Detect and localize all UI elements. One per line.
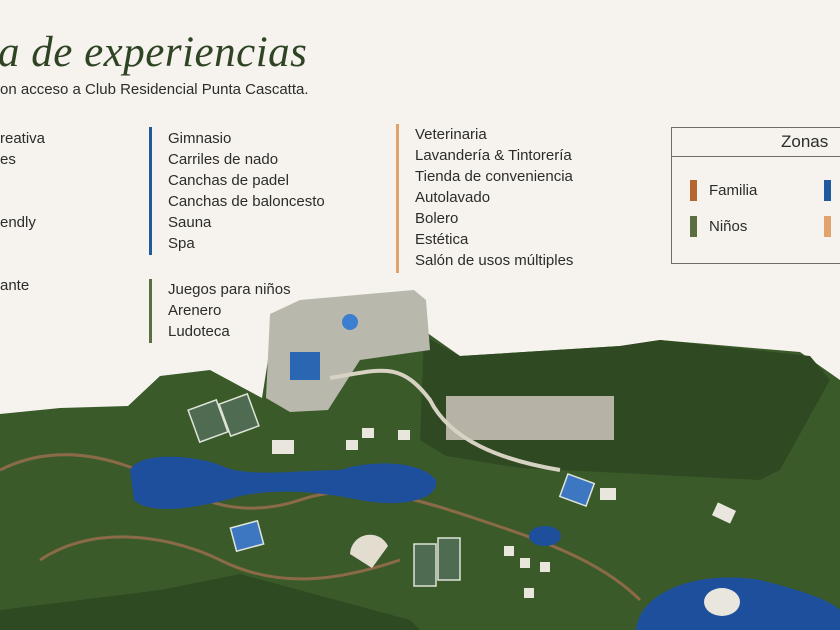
amenity-item: Spa [168, 235, 195, 252]
amenity-item: Ludoteca [168, 323, 230, 340]
amenity-item: reativa [0, 130, 46, 147]
tennis-courts-bottom [413, 537, 461, 587]
pavilion-dome [704, 588, 740, 616]
zones-legend-title: Zonas [781, 132, 829, 151]
amenity-item: es [0, 151, 16, 168]
basketball-court [229, 519, 265, 553]
padel-court [558, 472, 596, 508]
amenity-item: Tienda de conveniencia [415, 168, 573, 185]
tennis-courts-top [187, 392, 260, 444]
amenity-item: Juegos para niños [168, 281, 291, 298]
top-plaza [266, 290, 430, 412]
boundary [0, 574, 420, 630]
pond [529, 526, 561, 546]
amenity-item: Canchas de baloncesto [168, 193, 325, 210]
fitness-column: Gimnasio Carriles de nado Canchas de pad… [168, 128, 325, 254]
amenity-item: Canchas de padel [168, 172, 289, 189]
amenity-item: ante [0, 277, 30, 294]
amenity-item: Arenero [168, 302, 222, 319]
building [398, 430, 410, 440]
zones-legend: Zonas Familia Niños [671, 127, 840, 264]
services-zone-bar [396, 124, 399, 273]
jacuzzi [342, 314, 358, 330]
zone-item-services [824, 216, 840, 237]
page-title: a de experiencias [0, 29, 308, 76]
road [329, 368, 561, 472]
building [711, 502, 737, 524]
amenity-item: Veterinaria [415, 126, 487, 143]
building [600, 488, 616, 500]
building [272, 440, 294, 454]
zone-item-ninos: Niños [690, 216, 747, 237]
amenity-item: Salón de usos múltiples [415, 252, 574, 269]
zone-label: Familia [709, 182, 758, 199]
building [540, 562, 550, 572]
pool-top [290, 352, 320, 380]
zone-label: Niños [709, 218, 748, 235]
lake [130, 456, 437, 509]
zone-item-familia: Familia [690, 180, 757, 201]
building [362, 428, 374, 438]
amenities-left-column: reativa es endly ante [0, 128, 45, 296]
kids-column: Juegos para niños Arenero Ludoteca [168, 279, 291, 342]
zone-swatch [690, 180, 697, 201]
building [520, 558, 530, 568]
amenity-item: Sauna [168, 214, 212, 231]
path [39, 535, 401, 581]
amenity-item: endly [0, 214, 36, 231]
zone-swatch [690, 216, 697, 237]
amenity-item: Carriles de nado [168, 151, 279, 168]
page-subtitle: on acceso a Club Residencial Punta Casca… [0, 81, 309, 98]
kids-zone-bar [149, 279, 152, 343]
amenity-item: Gimnasio [168, 130, 232, 147]
services-column: Veterinaria Lavandería & Tintorería Tien… [415, 124, 573, 271]
zone-item-fitness [824, 180, 840, 201]
hill-edge [420, 336, 830, 480]
building [346, 440, 358, 450]
building [524, 588, 534, 598]
housing-row [446, 396, 614, 440]
pavilion [350, 534, 388, 568]
fitness-zone-bar [149, 127, 152, 255]
building [504, 546, 514, 556]
zones-legend-header: Zonas [672, 128, 840, 157]
zone-swatch [824, 216, 831, 237]
amenity-item: Bolero [415, 210, 459, 227]
zone-swatch [824, 180, 831, 201]
amenity-item: Lavandería & Tintorería [415, 147, 572, 164]
amenity-item: Estética [415, 231, 469, 248]
amenity-item: Autolavado [415, 189, 491, 206]
